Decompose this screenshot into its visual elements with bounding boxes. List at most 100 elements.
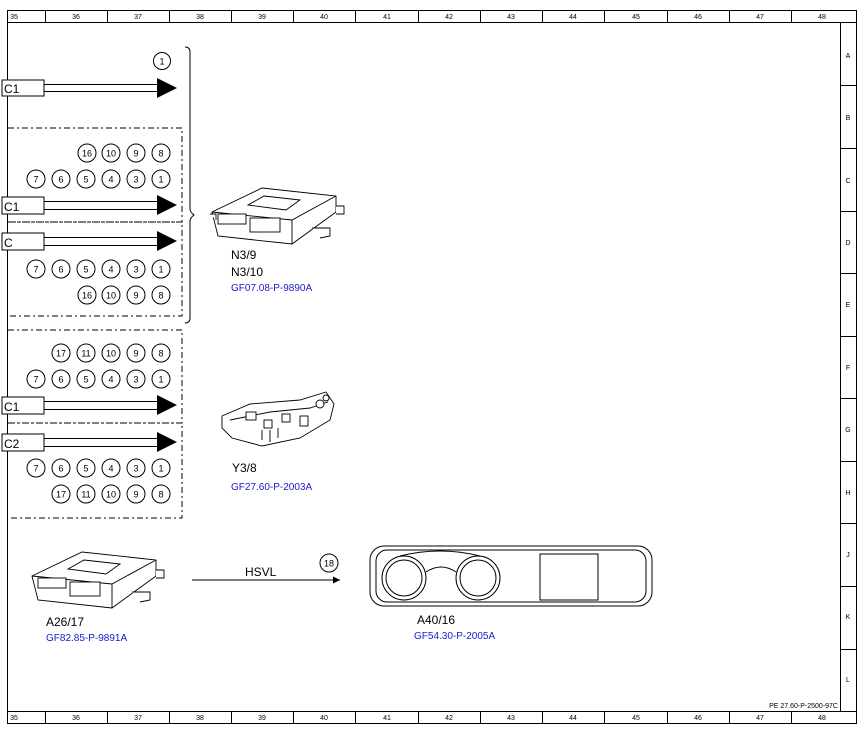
svg-text:1: 1 [158,265,163,275]
col-label: 37 [134,14,142,21]
svg-text:9: 9 [133,291,138,301]
svg-text:1: 1 [158,175,163,185]
col-label: 46 [694,715,702,722]
pin-row: 7 6 5 4 3 1 [26,458,171,478]
svg-text:16: 16 [82,149,92,159]
svg-text:5: 5 [83,175,88,185]
svg-text:5: 5 [83,464,88,474]
svg-text:10: 10 [106,291,116,301]
col-label: 41 [383,715,391,722]
group-bracket [184,46,195,324]
pin-group-3: 17 11 10 9 8 7 6 5 4 3 1 C1 [1,343,177,415]
col-label: 47 [756,14,764,21]
pin-row: 16 10 9 8 [77,143,171,163]
svg-text:8: 8 [158,291,163,301]
row-label: B [846,115,851,122]
svg-text:7: 7 [33,464,38,474]
marker-number: 1 [159,57,164,67]
svg-text:3: 3 [133,464,138,474]
row-label: K [846,614,851,621]
connector-label: C [4,236,13,250]
pin-row: 7 6 5 4 3 1 [26,259,171,279]
svg-text:3: 3 [133,175,138,185]
pin-group-4: C2 7 6 5 4 3 1 17 11 10 9 8 [1,432,177,504]
component-label: A26/17 [46,615,84,629]
col-label: 48 [818,14,826,21]
col-label: 42 [445,715,453,722]
col-label: 36 [72,715,80,722]
hsvl-signal-arrow: HSVL 18 [192,553,340,584]
col-label: 42 [445,14,453,21]
component-reference-link[interactable]: GF82.85-P-9891A [46,633,127,644]
col-label: 39 [258,715,266,722]
col-label: 40 [320,14,328,21]
col-label: 39 [258,14,266,21]
col-label: 47 [756,715,764,722]
row-label: D [845,240,850,247]
pin-row: 7 6 5 4 3 1 [26,369,171,389]
svg-text:3: 3 [133,265,138,275]
ruler-right: A B C D E F G H J K L [845,53,850,684]
svg-text:8: 8 [158,490,163,500]
pin-row: 16 10 9 8 [77,285,171,305]
svg-text:16: 16 [82,291,92,301]
row-label: E [846,302,851,309]
svg-text:4: 4 [108,265,113,275]
col-label: 45 [632,715,640,722]
component-reference-link[interactable]: GF07.08-P-9890A [231,283,312,294]
col-label: 37 [134,715,142,722]
svg-text:6: 6 [58,175,63,185]
col-label: 43 [507,14,515,21]
svg-text:6: 6 [58,265,63,275]
svg-text:7: 7 [33,265,38,275]
col-label: 44 [569,715,577,722]
col-label: 38 [196,715,204,722]
svg-text:4: 4 [108,464,113,474]
svg-text:8: 8 [158,149,163,159]
col-label: 44 [569,14,577,21]
col-label: 45 [632,14,640,21]
connector-label: C1 [4,400,20,414]
svg-text:3: 3 [133,375,138,385]
connector-row-top: C1 1 [1,52,177,98]
svg-text:8: 8 [158,349,163,359]
row-label: C [845,178,850,185]
svg-text:6: 6 [58,464,63,474]
row-label: L [846,677,850,684]
svg-text:6: 6 [58,375,63,385]
component-label: N3/10 [231,265,263,279]
svg-text:9: 9 [133,490,138,500]
component-reference-link[interactable]: GF27.60-P-2003A [231,482,312,493]
col-label: 43 [507,715,515,722]
svg-text:10: 10 [106,149,116,159]
svg-text:9: 9 [133,349,138,359]
col-label: 38 [196,14,204,21]
pin-row: 17 11 10 9 8 [51,343,171,363]
ruler-bottom: 35 36 37 38 39 40 41 42 43 44 45 46 47 4… [10,715,826,722]
document-reference: PE 27.60-P-2500-97C [769,703,838,710]
pin-group-2: C 7 6 5 4 3 1 16 10 9 8 [1,231,177,305]
component-label: A40/16 [417,613,455,627]
dashed-groups [8,127,183,519]
col-label: 35 [10,14,18,21]
signal-label: HSVL [245,565,277,579]
row-label: F [846,365,850,372]
ruler-dividers [45,10,856,723]
component-reference-link[interactable]: GF54.30-P-2005A [414,631,495,642]
svg-text:7: 7 [33,375,38,385]
row-label: J [846,552,850,559]
svg-text:11: 11 [81,349,90,359]
col-label: 41 [383,14,391,21]
row-label: A [846,53,851,60]
component-label: N3/9 [231,248,257,262]
valve-body-y3-icon [221,391,335,447]
col-label: 48 [818,715,826,722]
component-label: Y3/8 [232,461,257,475]
svg-text:7: 7 [33,175,38,185]
svg-text:5: 5 [83,375,88,385]
svg-text:17: 17 [56,349,66,359]
svg-text:1: 1 [158,464,163,474]
col-label: 46 [694,14,702,21]
svg-text:1: 1 [158,375,163,385]
col-label: 40 [320,715,328,722]
